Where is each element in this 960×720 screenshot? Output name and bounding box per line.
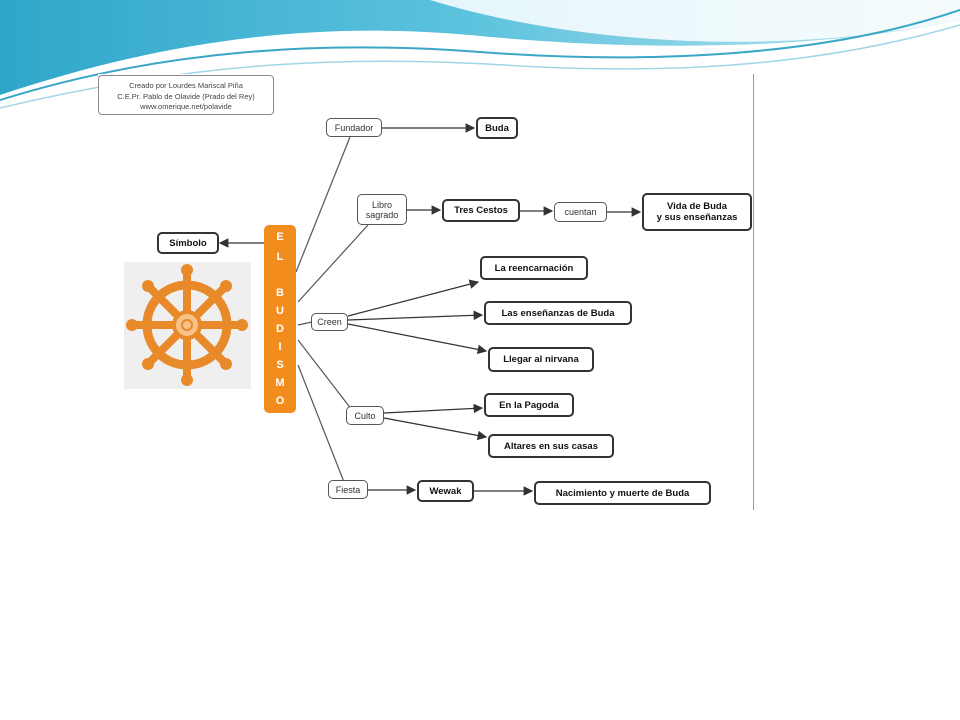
node-vida-de-buda: Vida de Buda y sus enseñanzas <box>642 193 752 231</box>
pillar-letter: M <box>275 377 285 389</box>
credit-box: Creado por Lourdes Mariscal Piña C.E.Pr.… <box>98 75 274 115</box>
relation-culto: Culto <box>346 406 384 425</box>
pillar-letter: E <box>276 231 284 243</box>
node-nirvana: Llegar al nirvana <box>488 347 594 372</box>
node-altares: Altares en sus casas <box>488 434 614 458</box>
credit-line-3: www.omerique.net/polavide <box>140 102 232 111</box>
node-pagoda: En la Pagoda <box>484 393 574 417</box>
pillar-letter: O <box>275 395 285 407</box>
central-concept-pillar: E L B U D I S M O <box>264 225 296 413</box>
pillar-letter: D <box>276 323 284 335</box>
relation-fundador: Fundador <box>326 118 382 137</box>
pillar-letter: S <box>276 359 284 371</box>
node-nacimiento: Nacimiento y muerte de Buda <box>534 481 711 505</box>
node-wewak: Wewak <box>417 480 474 502</box>
relation-cuentan: cuentan <box>554 202 607 222</box>
pillar-letter: L <box>276 251 284 263</box>
node-ensenanzas: Las enseñanzas de Buda <box>484 301 632 325</box>
dharma-wheel-icon <box>126 264 248 386</box>
pillar-letter: I <box>278 341 282 353</box>
wheel-image-box <box>124 262 251 389</box>
node-simbolo: Símbolo <box>157 232 219 254</box>
pillar-letter: U <box>276 305 284 317</box>
node-reencarnacion: La reencarnación <box>480 256 588 280</box>
node-buda: Buda <box>476 117 518 139</box>
relation-creen: Creen <box>311 313 348 331</box>
panel-border <box>753 74 754 510</box>
credit-line-2: C.E.Pr. Pablo de Olavide (Prado del Rey) <box>117 91 255 101</box>
relation-fiesta: Fiesta <box>328 480 368 499</box>
pillar-letter: B <box>276 287 284 299</box>
relation-libro-sagrado: Libro sagrado <box>357 194 407 225</box>
credit-line-1: Creado por Lourdes Mariscal Piña <box>129 81 243 90</box>
node-tres-cestos: Tres Cestos <box>442 199 520 222</box>
